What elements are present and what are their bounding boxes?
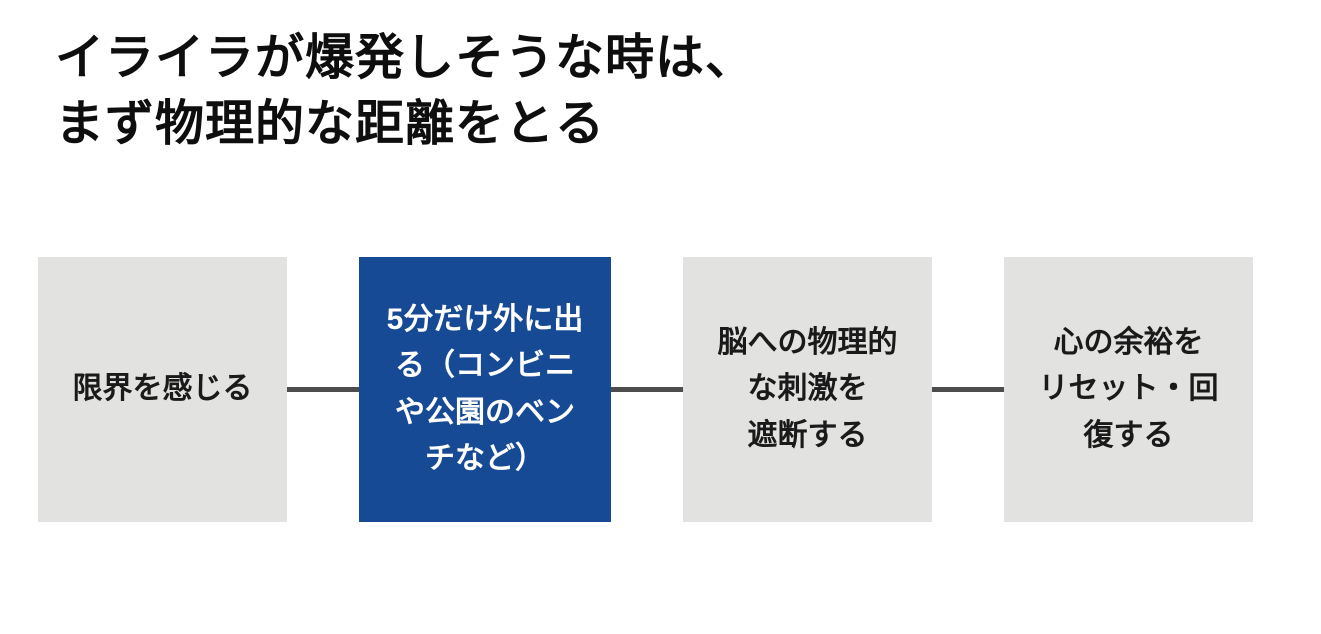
flow-step-feel-limit: 限界を感じる bbox=[38, 257, 287, 522]
flow-step-reset-recover: 心の余裕を リセット・回 復する bbox=[1004, 257, 1253, 522]
flow-diagram: 限界を感じる 5分だけ外に出 る（コンビニ や公園のベン チなど） 脳への物理的… bbox=[38, 257, 1253, 522]
flow-step-go-outside-highlighted: 5分だけ外に出 る（コンビニ や公園のベン チなど） bbox=[359, 257, 611, 522]
flow-step-block-stimulus: 脳への物理的 な刺激を 遮断する bbox=[683, 257, 932, 522]
connector-line-2 bbox=[611, 387, 683, 392]
connector-line-3 bbox=[932, 387, 1004, 392]
page-title: イライラが爆発しそうな時は、 まず物理的な距離をとる bbox=[55, 31, 756, 151]
connector-line-1 bbox=[287, 387, 359, 392]
